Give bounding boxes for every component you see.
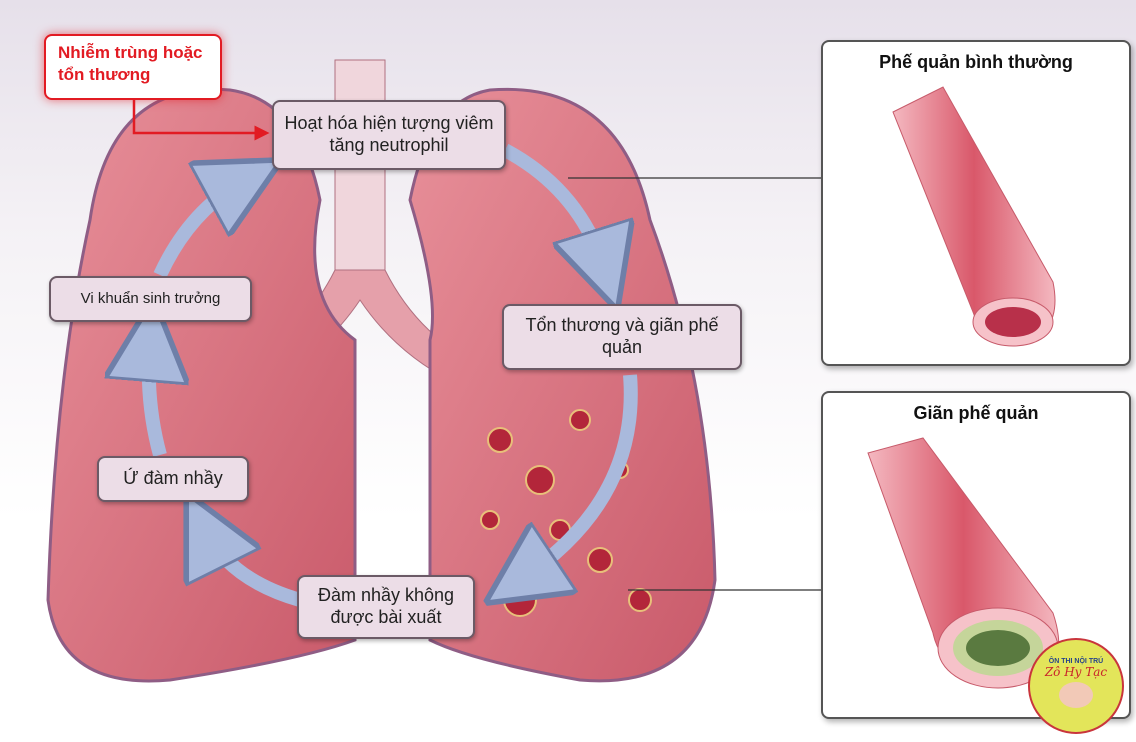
dilated-bronchus-illustration <box>867 437 1060 689</box>
trigger-line-2: tổn thương <box>58 65 151 85</box>
normal-bronchus-illustration <box>892 86 1056 347</box>
step-label: Ứ đàm nhầy <box>123 468 223 489</box>
step-mucus-stasis: Ứ đàm nhầy <box>97 456 249 502</box>
step-bacterial-growth: Vi khuẩn sinh trưởng <box>49 276 252 322</box>
panel-title: Giãn phế quản <box>913 403 1039 423</box>
step-bronchial-damage: Tổn thương và giãn phế quản <box>502 304 742 370</box>
trigger-line-1: Nhiễm trùng hoặc <box>58 43 203 62</box>
step-label: Tổn thương và giãn phế quản <box>525 315 719 357</box>
trigger-box: Nhiễm trùng hoặc tổn thương <box>44 34 222 100</box>
cycle-arrows <box>149 143 638 600</box>
panel-normal-bronchus: Phế quản bình thường <box>821 40 1131 366</box>
step-label: Vi khuẩn sinh trưởng <box>80 290 221 307</box>
left-lung <box>46 87 357 683</box>
step-label: Đàm nhầy không được bài xuất <box>317 585 455 627</box>
step-neutrophil-activation: Hoạt hóa hiện tượng viêm tăng neutrophil <box>272 100 506 170</box>
trigger-connector <box>132 100 270 141</box>
step-label: Hoạt hóa hiện tượng viêm tăng neutrophil <box>284 113 494 155</box>
watermark-logo: ÔN THI NỘI TRÚ Zô Hy Tạc <box>1028 638 1124 734</box>
step-mucus-not-cleared: Đàm nhầy không được bài xuất <box>297 575 475 639</box>
panel-title: Phế quản bình thường <box>879 52 1073 72</box>
